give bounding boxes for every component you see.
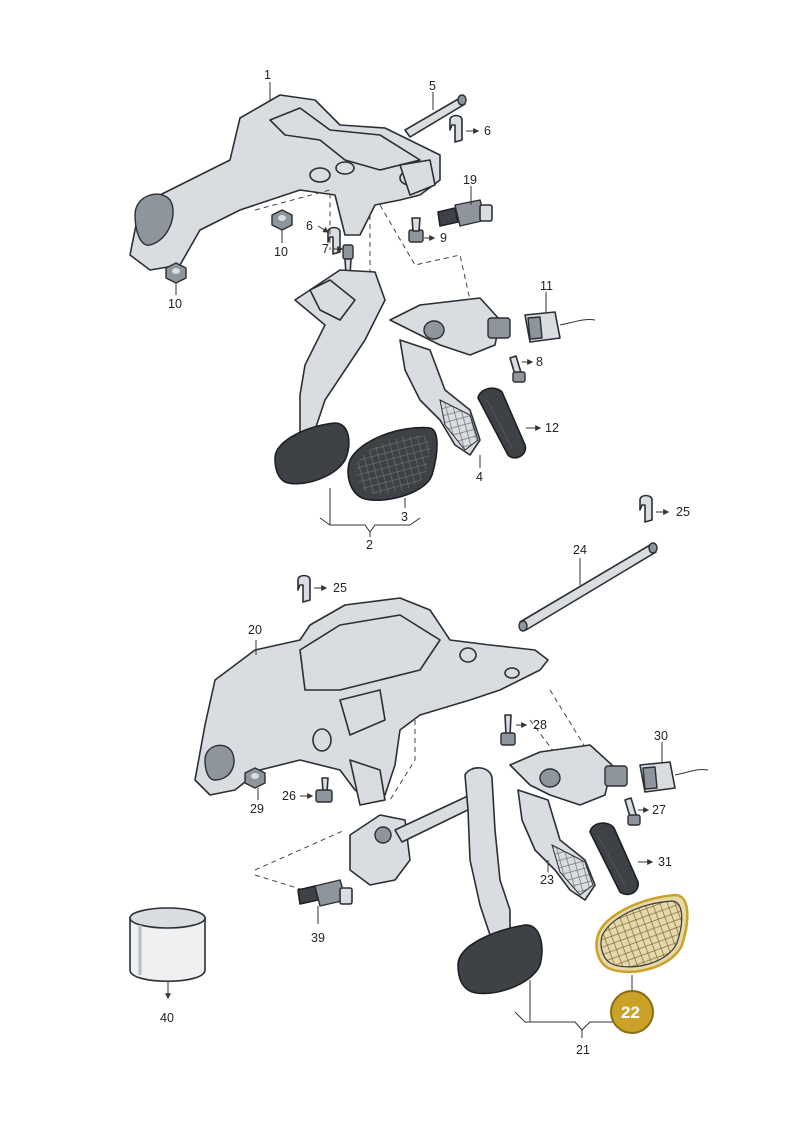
pedal-bracket-upper xyxy=(129,94,441,271)
callout-26: 26 xyxy=(282,789,314,803)
callout-6-lower: 6 xyxy=(306,219,330,233)
svg-text:8: 8 xyxy=(536,355,543,369)
pedal-bracket-lower xyxy=(194,597,549,806)
callout-11: 11 xyxy=(540,279,553,312)
callout-10-b: 10 xyxy=(168,283,182,311)
callout-20: 20 xyxy=(248,623,262,655)
callout-24: 24 xyxy=(573,543,587,585)
callout-29: 29 xyxy=(250,788,264,816)
bolt-28 xyxy=(500,714,516,746)
nut-10-b xyxy=(165,262,187,284)
svg-text:3: 3 xyxy=(401,510,408,524)
svg-text:21: 21 xyxy=(576,1043,590,1057)
svg-text:30: 30 xyxy=(654,729,668,743)
pivot-pin-24 xyxy=(518,542,658,632)
callout-27: 27 xyxy=(638,803,666,817)
svg-text:19: 19 xyxy=(463,173,477,187)
connector-30 xyxy=(639,761,709,793)
accelerator-pedal-23 xyxy=(509,744,628,901)
callout-2-bracket: 2 xyxy=(319,488,421,552)
accelerator-pad-12 xyxy=(477,387,527,459)
bushing-40 xyxy=(129,907,206,982)
bolt-27 xyxy=(624,797,641,826)
svg-text:25: 25 xyxy=(676,505,690,519)
callout-1: 1 xyxy=(264,68,271,100)
callout-40: 40 xyxy=(160,982,174,1025)
nut-29 xyxy=(244,767,266,789)
svg-text:9: 9 xyxy=(440,231,447,245)
clip-25-top xyxy=(639,494,653,523)
svg-text:31: 31 xyxy=(658,855,672,869)
svg-text:6: 6 xyxy=(306,219,313,233)
svg-text:5: 5 xyxy=(429,79,436,93)
connector-11 xyxy=(524,311,596,343)
callout-39: 39 xyxy=(311,906,325,945)
nut-10-a xyxy=(271,209,293,231)
brake-pedal-pad-22-highlighted[interactable] xyxy=(595,893,689,974)
svg-text:40: 40 xyxy=(160,1011,174,1025)
pivot-pin-upper xyxy=(404,94,467,138)
svg-text:7: 7 xyxy=(322,242,329,256)
accelerator-pad-31 xyxy=(589,822,639,896)
brake-pedal-pad xyxy=(347,426,438,502)
callout-9: 9 xyxy=(424,231,447,245)
svg-text:10: 10 xyxy=(274,245,288,259)
callout-19: 19 xyxy=(463,173,477,205)
callout-30: 30 xyxy=(654,729,668,762)
bolt-9 xyxy=(408,217,424,243)
callout-7: 7 xyxy=(322,242,344,256)
callout-4: 4 xyxy=(476,455,483,484)
svg-text:23: 23 xyxy=(540,873,554,887)
svg-text:20: 20 xyxy=(248,623,262,637)
svg-text:39: 39 xyxy=(311,931,325,945)
svg-text:1: 1 xyxy=(264,68,271,82)
callout-22-highlight-badge[interactable]: 22 xyxy=(610,990,654,1034)
clip-6-upper xyxy=(449,114,463,143)
svg-text:27: 27 xyxy=(652,803,666,817)
bolt-26 xyxy=(315,777,333,803)
callout-5: 5 xyxy=(429,79,436,110)
svg-text:11: 11 xyxy=(540,279,553,293)
svg-text:4: 4 xyxy=(476,470,483,484)
callout-25-mid: 25 xyxy=(314,581,347,595)
clutch-switch-39 xyxy=(297,879,353,907)
callout-28: 28 xyxy=(516,718,547,732)
clutch-pedal-arm-21 xyxy=(349,767,543,995)
svg-text:6: 6 xyxy=(484,124,491,138)
svg-text:10: 10 xyxy=(168,297,182,311)
clip-25-mid xyxy=(297,574,311,603)
callout-25-top: 25 xyxy=(656,505,690,519)
svg-text:12: 12 xyxy=(545,421,559,435)
callout-10-a: 10 xyxy=(274,230,288,259)
brake-light-switch-19 xyxy=(437,199,493,227)
bolt-8 xyxy=(509,355,526,383)
brake-pedal-arm xyxy=(274,269,386,485)
callout-23: 23 xyxy=(540,860,554,887)
svg-text:24: 24 xyxy=(573,543,587,557)
svg-text:2: 2 xyxy=(366,538,373,552)
svg-text:26: 26 xyxy=(282,789,296,803)
callout-8: 8 xyxy=(522,355,543,369)
accelerator-pedal-upper xyxy=(389,297,511,456)
callout-3: 3 xyxy=(401,498,408,524)
callout-31: 31 xyxy=(638,855,672,869)
callout-6-top: 6 xyxy=(466,124,491,138)
svg-text:22: 22 xyxy=(621,1003,640,1022)
svg-text:28: 28 xyxy=(533,718,547,732)
svg-text:29: 29 xyxy=(250,802,264,816)
callout-12: 12 xyxy=(526,421,559,435)
svg-text:25: 25 xyxy=(333,581,347,595)
